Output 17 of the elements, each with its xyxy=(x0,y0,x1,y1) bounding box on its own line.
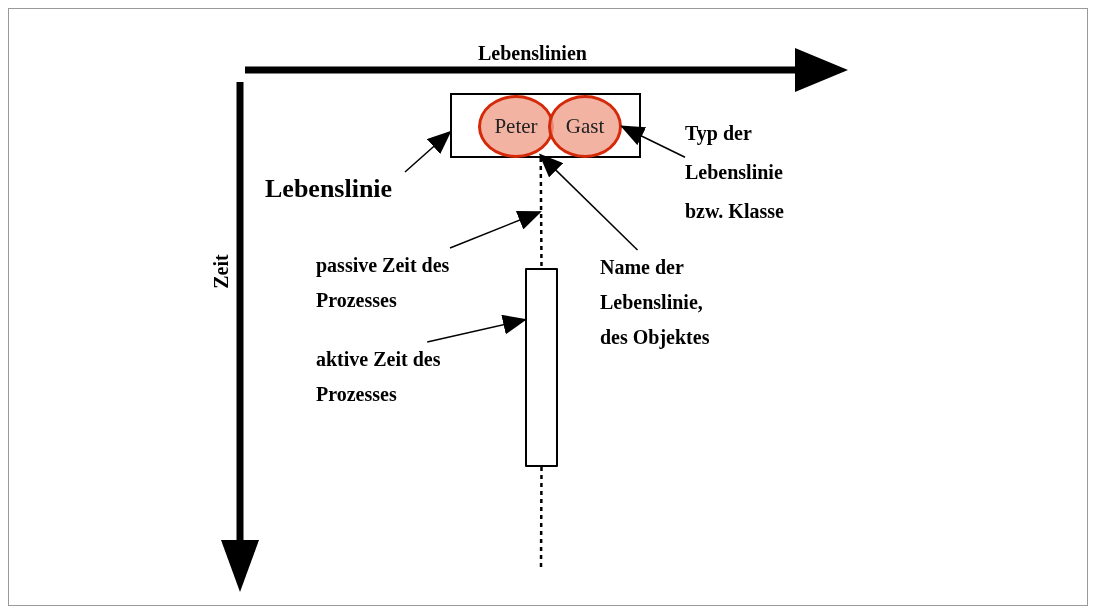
annotation-text: passive Zeit des Prozesses xyxy=(316,248,450,318)
annotation-text: Name der Lebenslinie, des Objektes xyxy=(600,250,725,355)
annotation-text: Lebenslinie xyxy=(265,172,465,206)
lifeline xyxy=(539,467,543,570)
annotation-text: Typ der Lebenslinie bzw. Klasse xyxy=(685,114,825,231)
axis-label: Lebenslinien xyxy=(478,42,587,65)
lifeline xyxy=(539,158,543,268)
lifeline-box xyxy=(450,93,641,158)
annotation-text: aktive Zeit des Prozesses xyxy=(316,342,450,412)
axis-label: Zeit xyxy=(209,254,233,289)
leader-line xyxy=(426,314,527,343)
activation-bar xyxy=(525,268,558,467)
leader-line xyxy=(538,153,639,251)
name-circle: Gast xyxy=(548,95,622,158)
leader-line xyxy=(404,130,452,173)
leader-line xyxy=(620,125,686,159)
leader-line xyxy=(449,210,542,249)
